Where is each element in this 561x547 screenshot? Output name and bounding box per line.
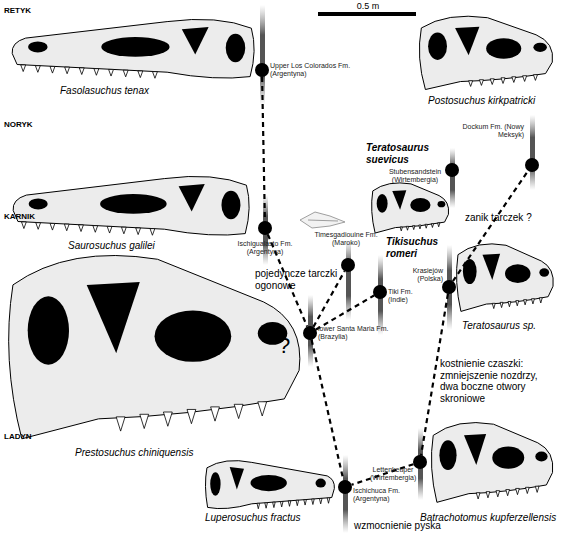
formation-label: Stubensandstein (Wirtembergia) (386, 168, 444, 184)
formation-label: Lettenkeuper (Wirtembergia) (370, 466, 416, 482)
formation-dot: Upper Los Colorados Fm. (Argentyna) (255, 63, 269, 77)
taxon-name: Fasolasuchus tenax (60, 85, 210, 97)
formation-label: Tiki Fm. (Indie) (388, 288, 432, 304)
taxon-name: Postosuchus kirkpatricki (428, 95, 558, 107)
formation-dot: Ischichuca Fm. (Argentyna) (338, 480, 352, 494)
skull-tikisuchus (372, 183, 449, 233)
taxon-name: Tikisuchus romeri (386, 236, 444, 259)
lineage-line (313, 271, 344, 327)
formation-label: Dockum Fm. (Nowy Meksyk) (458, 123, 524, 139)
formation-dot: Dockum Fm. (Nowy Meksyk) (525, 158, 539, 172)
lineage-line (453, 171, 528, 281)
formation-dot: Lettenkeuper (Wirtembergia) (413, 455, 427, 469)
taxon-name: Saurosuchus galilei (68, 240, 218, 252)
formation-dot: Ischigualasto Fm. (Argentyna) (258, 221, 272, 235)
annotation: zanik tarczek ? (465, 212, 557, 224)
formation-dot: Krasiejów (Polska) (442, 280, 456, 294)
skull-batrachotomus (431, 423, 552, 503)
skull-luperosuchus (205, 461, 334, 509)
bone-fragment (300, 212, 345, 228)
lineage-line (312, 340, 344, 480)
lineage-line (262, 77, 265, 221)
annotation: ? (278, 333, 298, 358)
formation-label: lower Santa Maria Fm. (Brazylia) (318, 325, 390, 341)
skull-teratosaurus (457, 244, 554, 312)
taxon-name: Prestosuchus chiniquensis (75, 447, 275, 459)
range-bar (343, 455, 348, 533)
lineage-line (316, 296, 374, 330)
stage-label: NORYK (4, 120, 64, 129)
taxon-name: Teratosaurus sp. (462, 320, 558, 332)
taxon-name: Batrachotomus kupferzellensis (420, 512, 561, 524)
skull-postosuchus (419, 16, 552, 89)
taxon-name: Luperosuchus fractus (205, 512, 325, 524)
formation-label: Timesgadiouine Fm. (Maroko) (300, 231, 392, 247)
formation-label: Krasiejów (Polska) (401, 267, 443, 283)
formation-dot: Stubensandstein (Wirtembergia) (445, 163, 459, 177)
formation-label: Ischichuca Fm. (Argentyna) (353, 487, 423, 503)
stage-label: LADYN (4, 432, 64, 441)
scale-bar (318, 12, 416, 16)
formation-label: Upper Los Colorados Fm. (Argentyna) (270, 62, 362, 78)
stage-label: KARNIK (4, 212, 64, 221)
range-bar (530, 115, 535, 190)
stage-label: RETYK (4, 6, 64, 15)
formation-dot: Timesgadiouine Fm. (Maroko) (341, 258, 355, 272)
taxon-name: Teratosaurus suevicus (366, 142, 434, 165)
annotation: wzmocnienie pyska (354, 520, 464, 532)
annotation: 0.5 m (346, 1, 390, 11)
range-bar (346, 240, 351, 320)
skull-saurosuchus (13, 176, 249, 235)
range-bar (450, 148, 455, 208)
formation-dot: Tiki Fm. (Indie) (373, 285, 387, 299)
skull-fasolasuchus (12, 19, 254, 78)
formation-label: Ischigualasto Fm. (Argentyna) (223, 240, 307, 256)
annotation: pojedyncze tarczki ogonowe (255, 268, 347, 291)
formation-dot: lower Santa Maria Fm. (Brazylia) (303, 326, 317, 340)
annotation: kostnienie czaszki: zmniejszenie nozdrzy… (440, 358, 556, 404)
